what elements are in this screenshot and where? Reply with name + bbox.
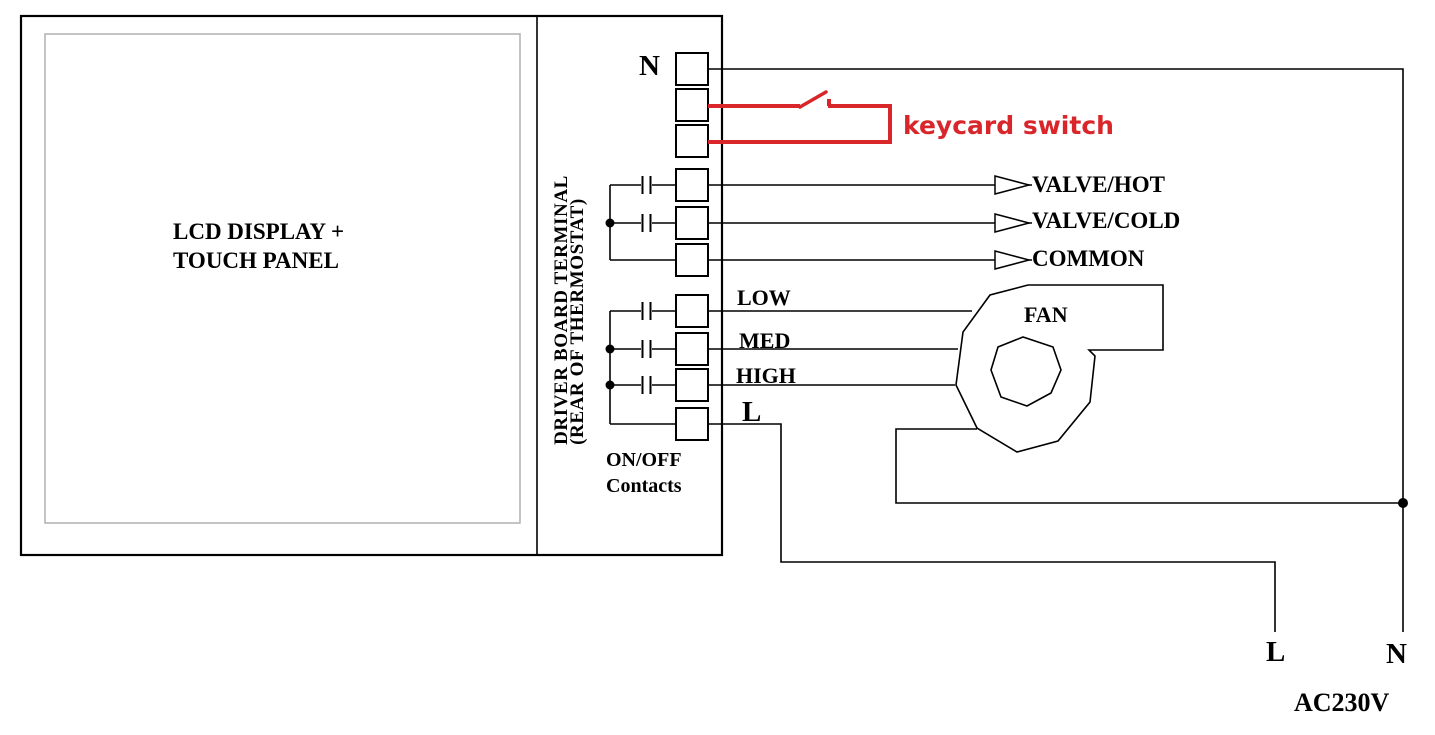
fan-hub-outline xyxy=(990,336,1062,407)
valve-cold-arrow-icon xyxy=(994,213,1032,233)
terminal-valve-cold xyxy=(675,206,709,240)
lcd-panel-label: LCD DISPLAY + TOUCH PANEL xyxy=(173,217,344,275)
contact-capacitor-bars xyxy=(641,176,652,394)
fan-return-wire xyxy=(895,428,1403,504)
common-label: COMMON xyxy=(1032,246,1145,271)
terminal-strip-label-line2: (REAR OF THERMOSTAT) xyxy=(567,198,588,445)
junction-dot-valve-bus xyxy=(605,218,615,228)
terminal-valve-hot xyxy=(675,168,709,202)
lcd-panel-outline xyxy=(44,33,521,524)
lcd-panel-label-line1: LCD DISPLAY + xyxy=(173,219,345,244)
fan-high-label: HIGH xyxy=(736,363,796,388)
thermostat-enclosure-box xyxy=(19,14,724,557)
terminal-n-label: N xyxy=(639,50,660,82)
keycard-switch-blade-icon xyxy=(798,90,828,109)
terminal-fan-low xyxy=(675,294,709,328)
keycard-switch-wire-loop xyxy=(708,99,892,144)
terminal-strip-label: DRIVER BOARD TERMINAL (REAR OF THERMOSTA… xyxy=(551,175,588,445)
lcd-panel-label-line2: TOUCH PANEL xyxy=(173,248,339,273)
valve-hot-label: VALVE/HOT xyxy=(1032,172,1165,197)
supply-neutral-label: N xyxy=(1386,638,1407,670)
onoff-contacts-label: ON/OFF Contacts xyxy=(606,447,682,499)
onoff-contacts-line1: ON/OFF xyxy=(606,449,682,471)
neutral-wire xyxy=(708,68,1404,632)
valve-hot-arrow-icon xyxy=(994,175,1032,195)
supply-live-label: L xyxy=(1266,636,1286,668)
onoff-contacts-line2: Contacts xyxy=(606,475,682,497)
terminal-live xyxy=(675,407,709,441)
terminal-n xyxy=(675,52,709,86)
fan-low-label: LOW xyxy=(737,285,791,310)
junction-dot-fan-med xyxy=(605,344,615,354)
junction-dot-neutral xyxy=(1398,498,1408,508)
terminal-fan-high xyxy=(675,368,709,402)
junction-dot-fan-high xyxy=(605,380,615,390)
supply-voltage-label: AC230V xyxy=(1294,688,1390,717)
terminal-keycard-2 xyxy=(675,124,709,158)
live-wire xyxy=(610,423,1276,632)
terminal-common xyxy=(675,243,709,277)
terminal-fan-med xyxy=(675,332,709,366)
valve-cold-label: VALVE/COLD xyxy=(1032,208,1181,233)
fan-med-label: MED xyxy=(739,328,791,353)
terminal-l-label: L xyxy=(742,396,762,428)
common-arrow-icon xyxy=(994,250,1032,270)
fan-label: FAN xyxy=(1024,302,1068,327)
keycard-switch-label: keycard switch xyxy=(903,111,1114,140)
terminal-keycard-1 xyxy=(675,88,709,122)
